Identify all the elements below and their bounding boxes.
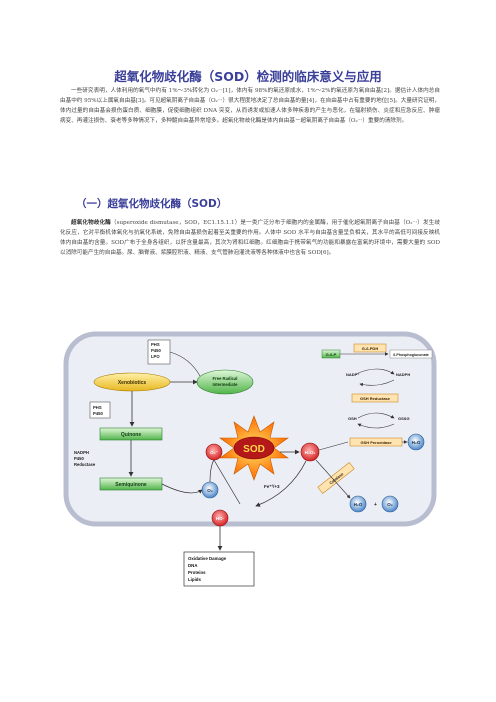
h2o2-circle — [300, 442, 320, 462]
sod-label: SOD — [243, 444, 265, 455]
svg-text:Oxidative Damage DNA P: Oxidative Damage DNA Proteins Lipids — [188, 556, 227, 582]
svg-text:O₂: O₂ — [387, 502, 393, 507]
svg-text:G-6-P: G-6-P — [326, 352, 337, 357]
svg-text:6-Phosphogluconate: 6-Phosphogluconate — [393, 353, 429, 357]
oxidative-damage-box — [183, 551, 255, 587]
svg-text:NADPH: NADPH — [396, 372, 410, 377]
intro-paragraph: 一些研究表明，人体利用的氧气中约有 1%～3%转化为 O₂⁻·[1]，体内有 9… — [60, 88, 440, 124]
svg-text:H₂O₂: H₂O₂ — [305, 450, 316, 455]
o2-circle-right — [381, 495, 399, 513]
phs-p450-box — [89, 401, 111, 419]
h2o-circle-right — [407, 433, 425, 451]
svg-text:G-6-PDH: G-6-PDH — [362, 346, 379, 351]
svg-text:+: + — [374, 502, 377, 508]
section-paragraph: 超氧化物歧化酶（superoxide dismutase，SOD，EC1.15.… — [60, 218, 440, 258]
svg-text:H₂O: H₂O — [354, 502, 363, 507]
page-title: 超氧化物歧化酶（SOD）检测的临床意义与应用 — [114, 69, 382, 84]
svg-text:NADP⁺: NADP⁺ — [346, 372, 359, 377]
semiquinone-label: Semiquinone — [115, 482, 147, 488]
svg-text:GSH Reductase: GSH Reductase — [360, 396, 391, 401]
svg-text:GSH: GSH — [348, 416, 357, 421]
svg-text:O₂⁻: O₂⁻ — [210, 450, 218, 455]
section-heading: （一）超氧化物歧化酶（SOD） — [76, 198, 228, 210]
sod-starburst: SOD — [219, 415, 289, 481]
svg-text:O₂: O₂ — [207, 488, 213, 493]
xenobiotics-label: Xenobiotics — [118, 380, 147, 386]
quinone-label: Quinone — [121, 432, 141, 438]
h2o-circle-bottom — [349, 495, 367, 513]
fe-label: Fe⁺²/+3 — [264, 484, 280, 489]
svg-text:GSSG: GSSG — [398, 416, 410, 421]
svg-text:H₂O: H₂O — [412, 440, 421, 445]
section-lead: 超氧化物歧化酶 — [71, 220, 111, 226]
section-body: （superoxide dismutase，SOD，EC1.15.1.1）是一类… — [60, 220, 440, 256]
svg-text:GSH Peroxidase: GSH Peroxidase — [360, 440, 392, 445]
svg-text:HO·: HO· — [216, 516, 224, 521]
